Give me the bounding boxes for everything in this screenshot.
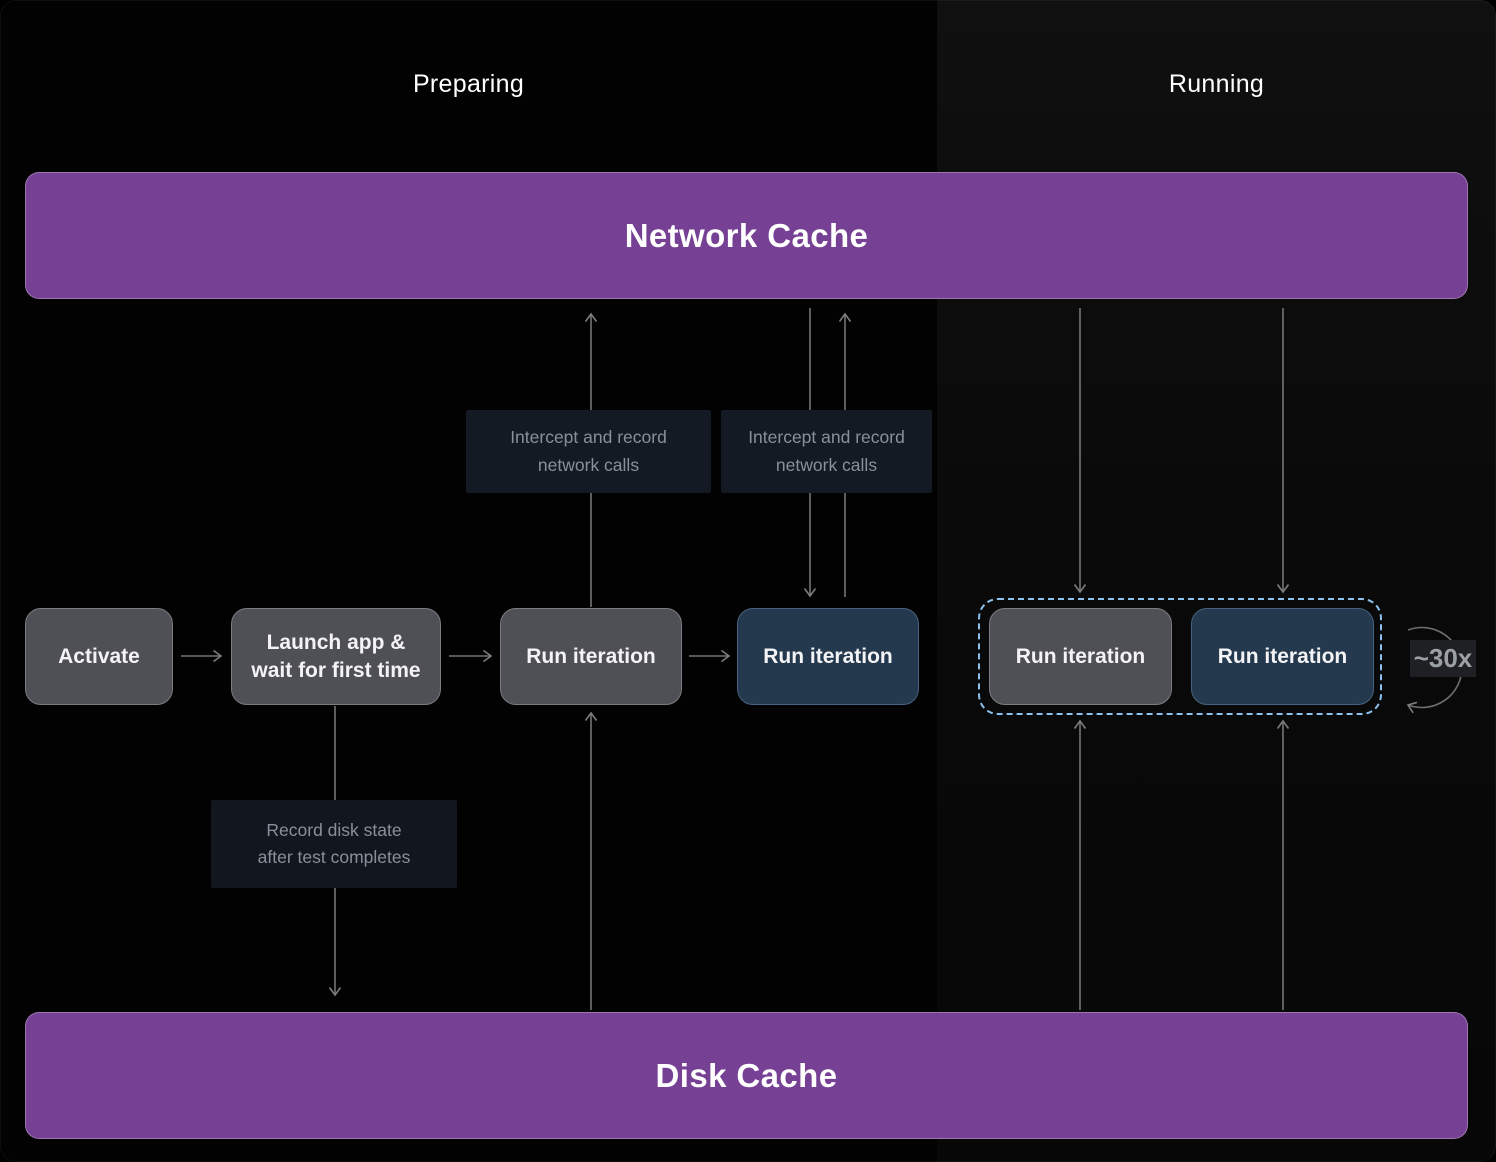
node-run-iteration-1: Run iteration bbox=[500, 608, 682, 705]
node-run-iteration-4-label: Run iteration bbox=[1217, 644, 1348, 668]
node-run-iteration-2: Run iteration bbox=[737, 608, 919, 705]
note-record-disk-state: Record disk state after test completes bbox=[211, 800, 457, 888]
network-cache-label: Network Cache bbox=[624, 216, 869, 254]
node-activate: Activate bbox=[25, 608, 173, 705]
loop-count-badge: ~30x bbox=[1410, 640, 1476, 677]
note-intercept-right-line2: network calls bbox=[775, 454, 878, 475]
note-intercept-network-left: Intercept and record network calls bbox=[466, 410, 711, 493]
section-title-running: Running bbox=[1168, 70, 1265, 98]
note-intercept-right-line1: Intercept and record bbox=[748, 427, 905, 448]
node-launch-app: Launch app & wait for first time bbox=[231, 608, 441, 705]
node-launch-app-line2: wait for first time bbox=[251, 658, 421, 682]
note-intercept-left-line1: Intercept and record bbox=[510, 427, 667, 448]
disk-cache-bar: Disk Cache bbox=[25, 1012, 1468, 1139]
node-run-iteration-1-label: Run iteration bbox=[526, 644, 656, 668]
node-run-iteration-2-label: Run iteration bbox=[763, 644, 893, 668]
node-run-iteration-3-label: Run iteration bbox=[1015, 644, 1146, 668]
node-run-iteration-4: Run iteration bbox=[1191, 608, 1374, 705]
node-launch-app-line1: Launch app & bbox=[266, 630, 406, 654]
note-record-disk-line2: after test completes bbox=[257, 847, 411, 867]
disk-cache-label: Disk Cache bbox=[655, 1056, 838, 1094]
node-run-iteration-3: Run iteration bbox=[989, 608, 1172, 705]
note-intercept-network-right: Intercept and record network calls bbox=[721, 410, 932, 493]
node-activate-label: Activate bbox=[58, 644, 140, 668]
note-record-disk-line1: Record disk state bbox=[266, 819, 402, 840]
note-intercept-left-line2: network calls bbox=[537, 454, 640, 475]
running-iterations-group: Run iteration Run iteration bbox=[978, 598, 1382, 715]
network-cache-bar: Network Cache bbox=[25, 172, 1468, 299]
section-title-preparing: Preparing bbox=[412, 70, 525, 98]
